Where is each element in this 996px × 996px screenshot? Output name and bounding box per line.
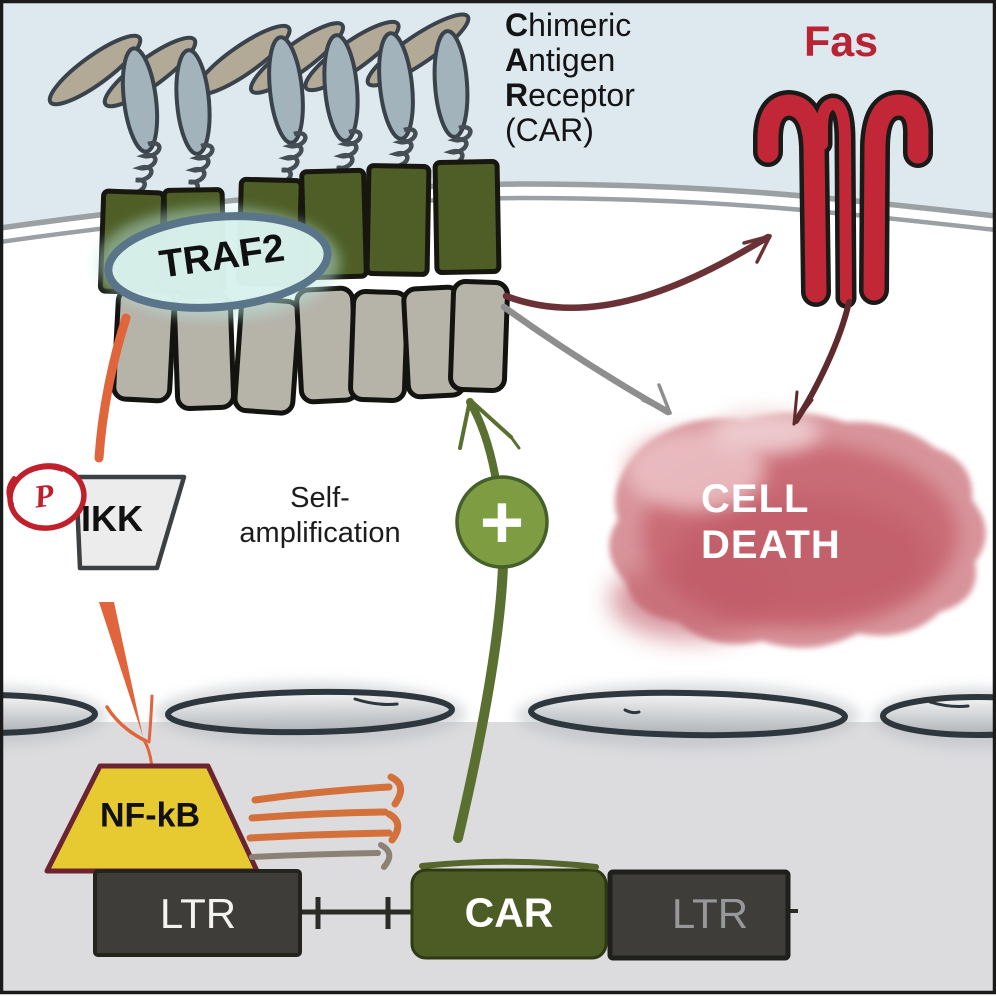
ikk-enzyme (73, 474, 187, 571)
nuclear-envelope (0, 682, 996, 749)
car-gene-box (410, 868, 608, 960)
antigen-binding-domains (47, 12, 471, 156)
car-title-line1: Chimeric (505, 7, 632, 43)
plus-sign-glyph: + (479, 479, 525, 565)
plus-sign: + (457, 477, 547, 567)
self-amplification-label: Self- amplification (200, 481, 440, 551)
car-title-line2: Antigen (505, 42, 616, 78)
ikk-label: IKK (81, 498, 143, 539)
car-title-line3: Receptor (505, 77, 635, 113)
intracellular-signaling-domains (111, 279, 510, 416)
ltr-left-box (93, 869, 302, 957)
arrow-fas-to-cell-death (792, 299, 852, 426)
cell-death-line1: CELL (701, 477, 810, 521)
cell-death-blob (609, 410, 986, 648)
cell-death-label: CELL DEATH (701, 476, 841, 568)
fas-receptor (753, 89, 934, 309)
self-amplification-line2: amplification (239, 517, 401, 549)
ltr-left-label: LTR (159, 890, 237, 937)
transcription-arrows (246, 773, 405, 870)
provirus-dna (93, 858, 798, 961)
ltr-right-label: LTR (671, 890, 749, 937)
nfkb-label: NF-kB (99, 796, 201, 835)
cell-death-line2: DEATH (701, 523, 841, 567)
self-amplification-line1: Self- (290, 482, 350, 514)
car-gene-label: CAR (464, 889, 554, 936)
ltr-right-box (607, 869, 791, 961)
phospho-circle (6, 463, 87, 531)
car-complex (47, 12, 510, 416)
arrow-car-to-cell-death (500, 303, 672, 416)
plus-circle (455, 475, 549, 569)
traf2-badge (96, 207, 340, 319)
car-title: Chimeric Antigen Receptor (CAR) (505, 8, 635, 148)
arrow-car-to-fas (502, 233, 772, 312)
car-title-abbrev: (CAR) (505, 112, 594, 148)
arrow-traf2-to-ikk (94, 313, 131, 463)
fas-label: Fas (804, 18, 879, 66)
